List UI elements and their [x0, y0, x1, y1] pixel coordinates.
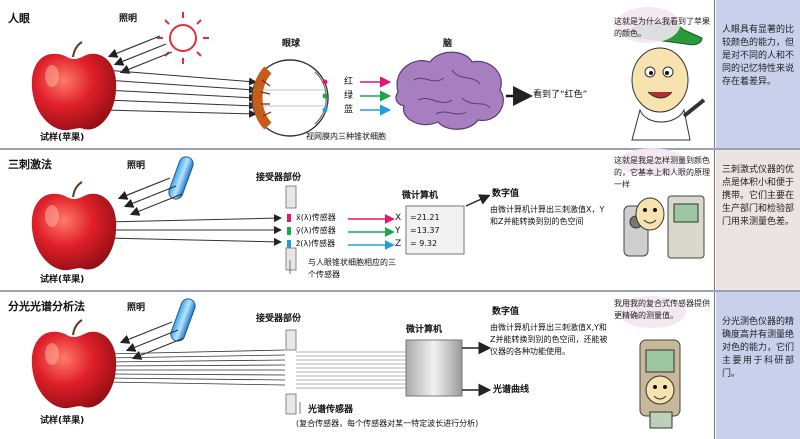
light-rays: [107, 35, 173, 74]
speech-bubble-text: 我用我的复合式传感器提供更精确的测量值。: [614, 299, 710, 320]
blue-label: 蓝: [344, 105, 354, 115]
axis-y-label: Y: [395, 226, 401, 236]
brain-label: 脑: [443, 39, 453, 49]
microcomputer-label: 微计算机: [406, 325, 443, 335]
digital-value-label: 数字值: [492, 307, 520, 317]
digital-value-desc: 由微计算机计算出三刺激值X，Y和Z并能转换到别的色空间: [490, 205, 605, 226]
digital-value-desc: 由微计算机计算出三刺激值X,Y和Z并能转换到别的色空间，还能被仪器的各种功能使用…: [490, 323, 608, 356]
note-panel: 人眼具有显著的比较颜色的能力，但是对不同的人和不同的记忆特性来说存在着差异。: [716, 0, 800, 148]
speech-bubble: [618, 148, 686, 176]
sun-icon: [157, 12, 209, 64]
spectrophotometer-icon: [639, 339, 681, 429]
value-x: =21.21: [410, 213, 440, 222]
spectrum-curve-label: 光谱曲线: [493, 385, 530, 395]
microcomputer-box: [405, 205, 465, 255]
divider: [714, 0, 715, 148]
note-text: 三刺激式仪器的优点是体积小和便于携带。它们主要在生产部门和检验部门用来测量色差。: [722, 165, 795, 227]
apple-icon: [31, 41, 117, 131]
spectral-sensor-label: 光谱传感器: [308, 405, 354, 415]
eyeball-icon: [250, 59, 329, 137]
sensor-z-label: z̄(λ)传感器: [296, 239, 336, 248]
speech-bubble: [616, 7, 680, 43]
apple-icon: [31, 181, 117, 271]
cone-signals: [322, 76, 392, 116]
receiver-slot: [285, 393, 297, 415]
receiver-slot: [285, 329, 297, 351]
digital-arrow: [465, 194, 491, 207]
value-y: =13.37: [410, 226, 440, 235]
sample-label: 试样(苹果): [40, 133, 85, 143]
light-rays: [117, 177, 183, 216]
speech-bubble-text: 这就是我是怎样测量到颜色的，它基本上和人眼的原理一样: [614, 156, 710, 189]
divider: [714, 150, 715, 290]
row-title: 人眼: [8, 12, 30, 25]
retina-note: 视网膜内三种锥状细胞: [306, 132, 386, 141]
receiver-label: 接受器部份: [256, 173, 302, 183]
receiver-label: 接受器部份: [256, 314, 302, 324]
light-rays: [119, 321, 185, 360]
speech-bubble: [618, 296, 686, 328]
spectral-sensor-desc: (复合传感器，每个传感器对某一特定波长进行分析): [296, 419, 479, 428]
sensor-marker: [287, 227, 291, 235]
receiver-slot: [285, 185, 297, 209]
speech-bubble-text: 这就是为什么我看到了苹果的颜色。: [614, 17, 710, 38]
lamp-icon: [168, 156, 194, 200]
perception-label: 看到了“红色”: [533, 90, 588, 100]
separator: [0, 290, 800, 292]
illumination-label: 照明: [127, 303, 146, 313]
illumination-label: 照明: [119, 14, 138, 24]
separator: [0, 148, 800, 150]
sensor-y-label: ȳ(λ)传感器: [296, 226, 336, 235]
colorimeter-icon: [623, 195, 705, 259]
sensor-x-label: x̄(λ)传感器: [296, 213, 336, 222]
note-panel: 三刺激式仪器的优点是体积小和便于携带。它们主要在生产部门和检验部门用来测量色差。: [716, 150, 800, 290]
reflected-light: [104, 214, 282, 246]
digital-value-label: 数字值: [492, 189, 520, 199]
sensor-marker: [287, 240, 291, 248]
sensor-note: 与人眼锥状细胞相应的三个传感器: [308, 258, 396, 279]
eyeball-label: 眼球: [282, 39, 301, 49]
lamp-icon: [170, 298, 196, 342]
green-label: 绿: [344, 91, 354, 101]
illumination-label: 照明: [127, 161, 146, 171]
apple-icon: [31, 319, 117, 409]
note-panel: 分光测色仪器的精确度高并有测量绝对色的能力，它们主要用于科研部门。: [716, 292, 800, 439]
reflected-light: [104, 349, 286, 386]
spectral-lines: [296, 351, 408, 389]
row-title: 三刺激法: [8, 158, 52, 171]
receiver-slot: [285, 247, 297, 271]
reflected-light: [104, 69, 257, 118]
mascot-face: [635, 197, 665, 231]
red-label: 红: [344, 77, 354, 87]
note-text: 人眼具有显著的比较颜色的能力，但是对不同的人和不同的记忆特性来说存在着差异。: [722, 25, 795, 87]
note-text: 分光测色仪器的精确度高并有测量绝对色的能力，它们主要用于科研部门。: [722, 317, 795, 379]
microcomputer-box: [405, 339, 463, 397]
row-title: 分光光谱分析法: [8, 300, 85, 313]
sensor-marker: [287, 214, 291, 222]
sample-label: 试样(苹果): [40, 275, 85, 285]
sample-label: 试样(苹果): [40, 416, 85, 426]
value-z: = 9.32: [410, 239, 438, 248]
microcomputer-label: 微计算机: [402, 191, 439, 201]
brain-icon: [395, 51, 504, 130]
axis-x-label: X: [395, 213, 402, 223]
divider: [714, 292, 715, 439]
axis-z-label: Z: [395, 239, 402, 249]
